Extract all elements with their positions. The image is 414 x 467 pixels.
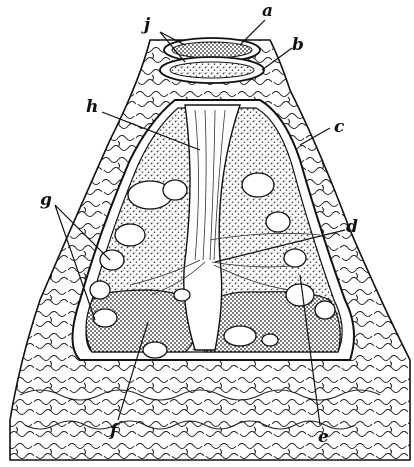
- label-e: e: [318, 427, 329, 447]
- label-g: g: [40, 190, 52, 210]
- label-d: d: [346, 217, 358, 237]
- label-a: a: [262, 1, 273, 21]
- label-c: c: [334, 117, 345, 137]
- label-h: h: [86, 97, 98, 117]
- label-j: j: [141, 15, 151, 35]
- top-rings: [160, 38, 264, 83]
- label-b: b: [292, 35, 304, 55]
